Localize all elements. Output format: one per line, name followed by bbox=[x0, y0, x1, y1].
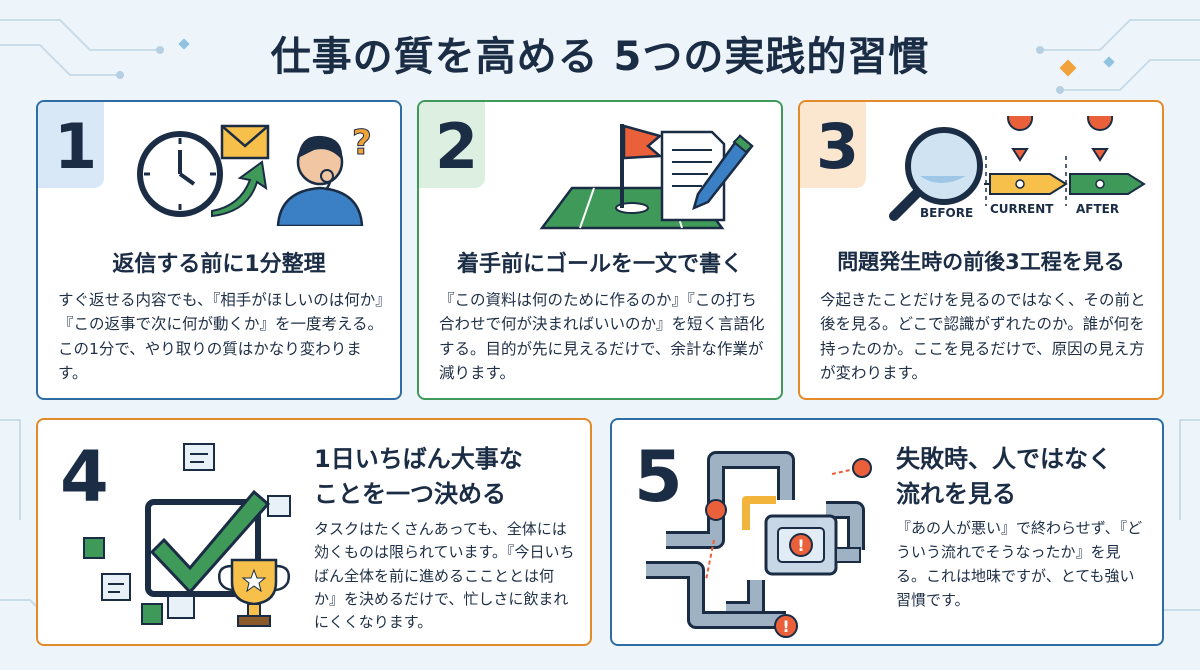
habit-1-illustration: ? bbox=[137, 123, 372, 226]
habit-heading: 着手前にゴールを一文で書く bbox=[456, 252, 743, 277]
thinking-person-icon bbox=[276, 135, 364, 226]
number-tab bbox=[800, 102, 866, 188]
habit-number: 2 bbox=[435, 110, 479, 183]
habit-description: すぐ返せる内容でも、『相手がほしいのは何か』『この返事で次に何が動くか』を一度考… bbox=[58, 291, 384, 383]
habit-card-4: 4 1日いちばん大事な ことを一つ決める タスクはたくさん bbox=[36, 418, 592, 646]
goal-flag-icon bbox=[620, 124, 664, 208]
habit-4-illustration bbox=[83, 443, 291, 627]
habit-card-1: 1 ? 返信する前に1分整理 すぐ返せる内容でも、『相手がほしいのは何か』『この… bbox=[36, 100, 402, 400]
stage-label-after: AFTER bbox=[1076, 202, 1120, 216]
habit-description: タスクはたくさんあっても、全体には効くものは限られています。『今日いちばん全体を… bbox=[314, 520, 575, 631]
habit-heading-line-2: ことを一つ決める bbox=[314, 479, 506, 508]
big-checkmark-icon bbox=[145, 489, 271, 597]
habit-description: 『あの人が悪い』で終わらせず、『どういう流れでそうなったか』を見る。これは地味で… bbox=[896, 519, 1143, 609]
process-arrow-icon bbox=[984, 156, 1146, 206]
page-title: 仕事の質を高める 5つの実践的習慣 bbox=[270, 34, 930, 80]
question-mark-icon: ? bbox=[352, 123, 372, 163]
svg-text:!: ! bbox=[1016, 133, 1023, 152]
habit-2-illustration bbox=[539, 124, 754, 230]
alert-icon: ! ! bbox=[1007, 116, 1114, 162]
mail-icon bbox=[220, 124, 270, 160]
magnifier-icon bbox=[889, 127, 983, 221]
habit-3-illustration: ! ! bbox=[889, 116, 1146, 221]
habit-heading: 1日いちばん大事な ことを一つ決める bbox=[314, 442, 523, 512]
stage-label-before: BEFORE bbox=[920, 206, 974, 220]
clock-icon bbox=[137, 131, 223, 217]
svg-text:!: ! bbox=[797, 536, 804, 555]
habit-heading-line-2: 流れを見る bbox=[896, 479, 1016, 508]
number-tab bbox=[38, 102, 104, 188]
pen-icon bbox=[692, 134, 754, 211]
pipes-icon bbox=[646, 451, 865, 629]
habit-card-5: 5 ! ! 失敗時、人ではなく bbox=[610, 418, 1164, 646]
habit-heading-line-1: 失敗時、人ではなく bbox=[896, 445, 1112, 473]
habit-card-3: 3 ! ! BEFORE CURRENT AFTER 問題発生時の前後3工程を見… bbox=[798, 100, 1164, 400]
habit-number: 5 bbox=[634, 436, 683, 518]
svg-text:!: ! bbox=[782, 617, 789, 636]
trophy-icon bbox=[218, 558, 290, 627]
habit-heading: 問題発生時の前後3工程を見る bbox=[837, 250, 1125, 274]
habit-heading: 返信する前に1分整理 bbox=[112, 252, 326, 277]
habit-card-2: 2 着手前にゴールを一文で書く 『この資料は何のために作るのか』『この打ち合わせ… bbox=[417, 100, 783, 400]
number-tab bbox=[419, 102, 485, 188]
stage-label-current: CURRENT bbox=[990, 202, 1054, 216]
habit-heading: 失敗時、人ではなく 流れを見る bbox=[896, 442, 1112, 512]
habit-number: 4 bbox=[60, 436, 109, 518]
habit-number: 1 bbox=[54, 110, 98, 183]
arrow-icon bbox=[211, 160, 268, 218]
habit-description: 『この資料は何のために作るのか』『この打ち合わせで何が決まればいいのか』を短く言… bbox=[439, 291, 765, 383]
habit-description: 今起きたことだけを見るのではなく、その前と後を見る。どこで認識がずれたのか。誰が… bbox=[820, 291, 1146, 383]
svg-text:!: ! bbox=[1096, 133, 1103, 152]
habit-5-illustration: ! ! bbox=[646, 451, 872, 638]
alert-icon: ! ! bbox=[705, 458, 872, 638]
habit-number: 3 bbox=[816, 110, 860, 183]
habit-heading-line-1: 1日いちばん大事な bbox=[314, 445, 523, 473]
